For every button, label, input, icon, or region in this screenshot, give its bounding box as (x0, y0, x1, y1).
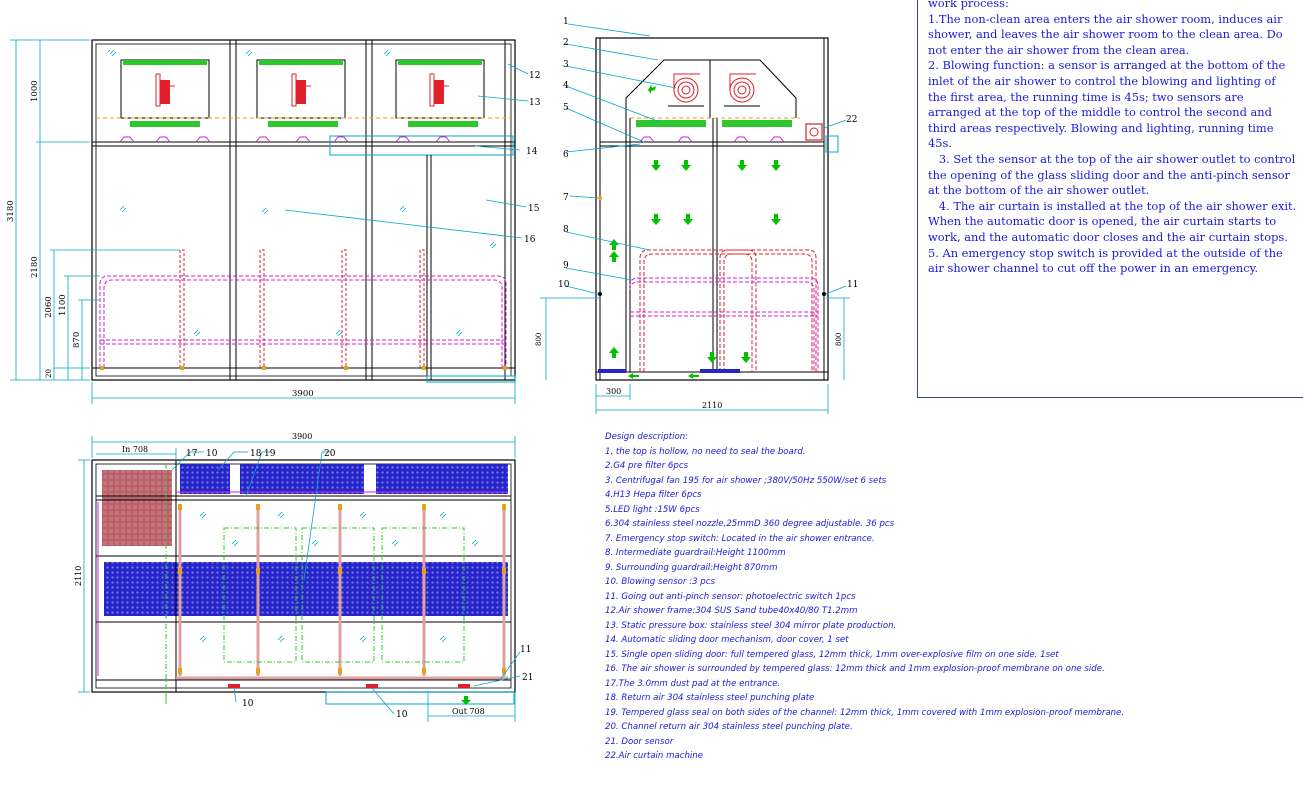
work-process-item: 2. Blowing function: a sensor is arrange… (928, 58, 1289, 151)
callout-12: 12 (529, 71, 540, 81)
callout-11-side: 11 (847, 280, 858, 290)
callout-18: 18 (250, 449, 262, 459)
dim-3180: 3180 (6, 200, 16, 222)
dim-2060: 2060 (44, 296, 54, 318)
callout-6: 6 (563, 150, 569, 160)
callout-9: 9 (563, 261, 569, 271)
side-dimensions (540, 23, 850, 414)
dim-in-708: In 708 (122, 445, 148, 454)
design-item: 10. Blowing sensor :3 pcs (605, 577, 715, 587)
callout-10-plan-a: 10 (242, 699, 254, 709)
dim-3900-plan: 3900 (292, 432, 312, 441)
callout-15: 15 (528, 204, 540, 214)
callout-13: 13 (529, 98, 541, 108)
design-item: 5.LED light :15W 6pcs (605, 504, 700, 515)
side-elevation (595, 37, 839, 381)
design-item: 17.The 3.0mm dust pad at the entrance. (605, 678, 781, 689)
callout-10-side: 10 (558, 280, 570, 290)
design-item: 7. Emergency stop switch: Located in the… (605, 533, 875, 544)
callout-5: 5 (563, 103, 569, 113)
design-description: Design description: 1, the top is hollow… (605, 430, 1225, 764)
design-item: 14. Automatic sliding door mechanism, do… (605, 635, 849, 645)
dim-20: 20 (45, 369, 53, 378)
plan-view (91, 459, 516, 705)
work-process-heading: work process: (928, 0, 1009, 10)
design-item: 18. Return air 304 stainless steel punch… (605, 693, 815, 703)
design-item: 21. Door sensor (605, 736, 674, 747)
plan-dimensions (78, 436, 521, 722)
design-item: 1, the top is hollow, no need to seal th… (605, 446, 806, 457)
design-item: 6.304 stainless steel nozzle,25mmD 360 d… (605, 519, 895, 529)
work-process-panel: work process: 1.The non-clean area enter… (917, 0, 1303, 398)
dim-1000: 1000 (30, 80, 40, 102)
work-process-item: 4. The air curtain is installed at the t… (928, 198, 1300, 244)
dim-300: 300 (606, 387, 621, 396)
design-item: 12.Air shower frame:304 SUS Sand tube40x… (605, 606, 858, 616)
design-item: 2.G4 pre filter 6pcs (605, 461, 689, 471)
dim-out-708: Out 708 (452, 707, 485, 716)
callout-17: 17 (186, 449, 198, 459)
design-item: 22.Air curtain machine (605, 751, 704, 761)
dim-800-right: 800 (835, 333, 843, 346)
design-item: 8. Intermediate guardrail:Height 1100mm (605, 548, 786, 558)
dim-1100: 1100 (58, 294, 68, 316)
dim-870: 870 (72, 332, 82, 348)
dim-2110-side: 2110 (702, 401, 722, 410)
callout-20: 20 (324, 449, 336, 459)
callout-11-plan: 11 (520, 645, 531, 655)
callout-19: 19 (264, 449, 276, 459)
work-process-item: 3. Set the sensor at the top of the air … (928, 151, 1299, 198)
design-item: 4.H13 Hepa filter 6pcs (605, 490, 702, 500)
callout-10-plan-b: 10 (396, 710, 408, 720)
callout-1: 1 (563, 17, 569, 27)
design-item: 3. Centrifugal fan 195 for air shower ;3… (605, 475, 887, 486)
design-item: 11. Going out anti-pinch sensor: photoel… (605, 591, 856, 602)
work-process-item: 1.The non-clean area enters the air show… (928, 11, 1287, 57)
dim-2110-plan: 2110 (74, 566, 83, 586)
callout-3: 3 (563, 60, 569, 70)
callout-7: 7 (563, 193, 569, 203)
callout-4: 4 (563, 81, 569, 91)
work-process-item: 5. An emergency stop switch is provided … (928, 245, 1287, 276)
callout-16: 16 (524, 235, 536, 245)
design-item: 16. The air shower is surrounded by temp… (605, 664, 1105, 674)
dim-800-left: 800 (535, 333, 543, 346)
dim-3900-front: 3900 (292, 389, 314, 399)
design-heading: Design description: (605, 432, 689, 442)
front-elevation (91, 39, 516, 383)
design-item: 19. Tempered glass seal on both sides of… (605, 707, 1125, 718)
callout-21: 21 (522, 673, 533, 683)
dim-2180: 2180 (30, 256, 40, 278)
design-item: 15. Single open sliding door: full tempe… (605, 649, 1059, 660)
callout-2: 2 (563, 38, 569, 48)
callout-10-plan-top: 10 (206, 449, 218, 459)
callout-8: 8 (563, 225, 569, 235)
design-item: 13. Static pressure box: stainless steel… (605, 620, 897, 631)
front-dimensions (10, 39, 516, 404)
callout-14: 14 (526, 147, 538, 157)
design-item: 9. Surrounding guardrail:Height 870mm (605, 562, 778, 573)
design-item: 20. Channel return air 304 stainless ste… (605, 722, 853, 732)
callout-22: 22 (846, 115, 857, 125)
